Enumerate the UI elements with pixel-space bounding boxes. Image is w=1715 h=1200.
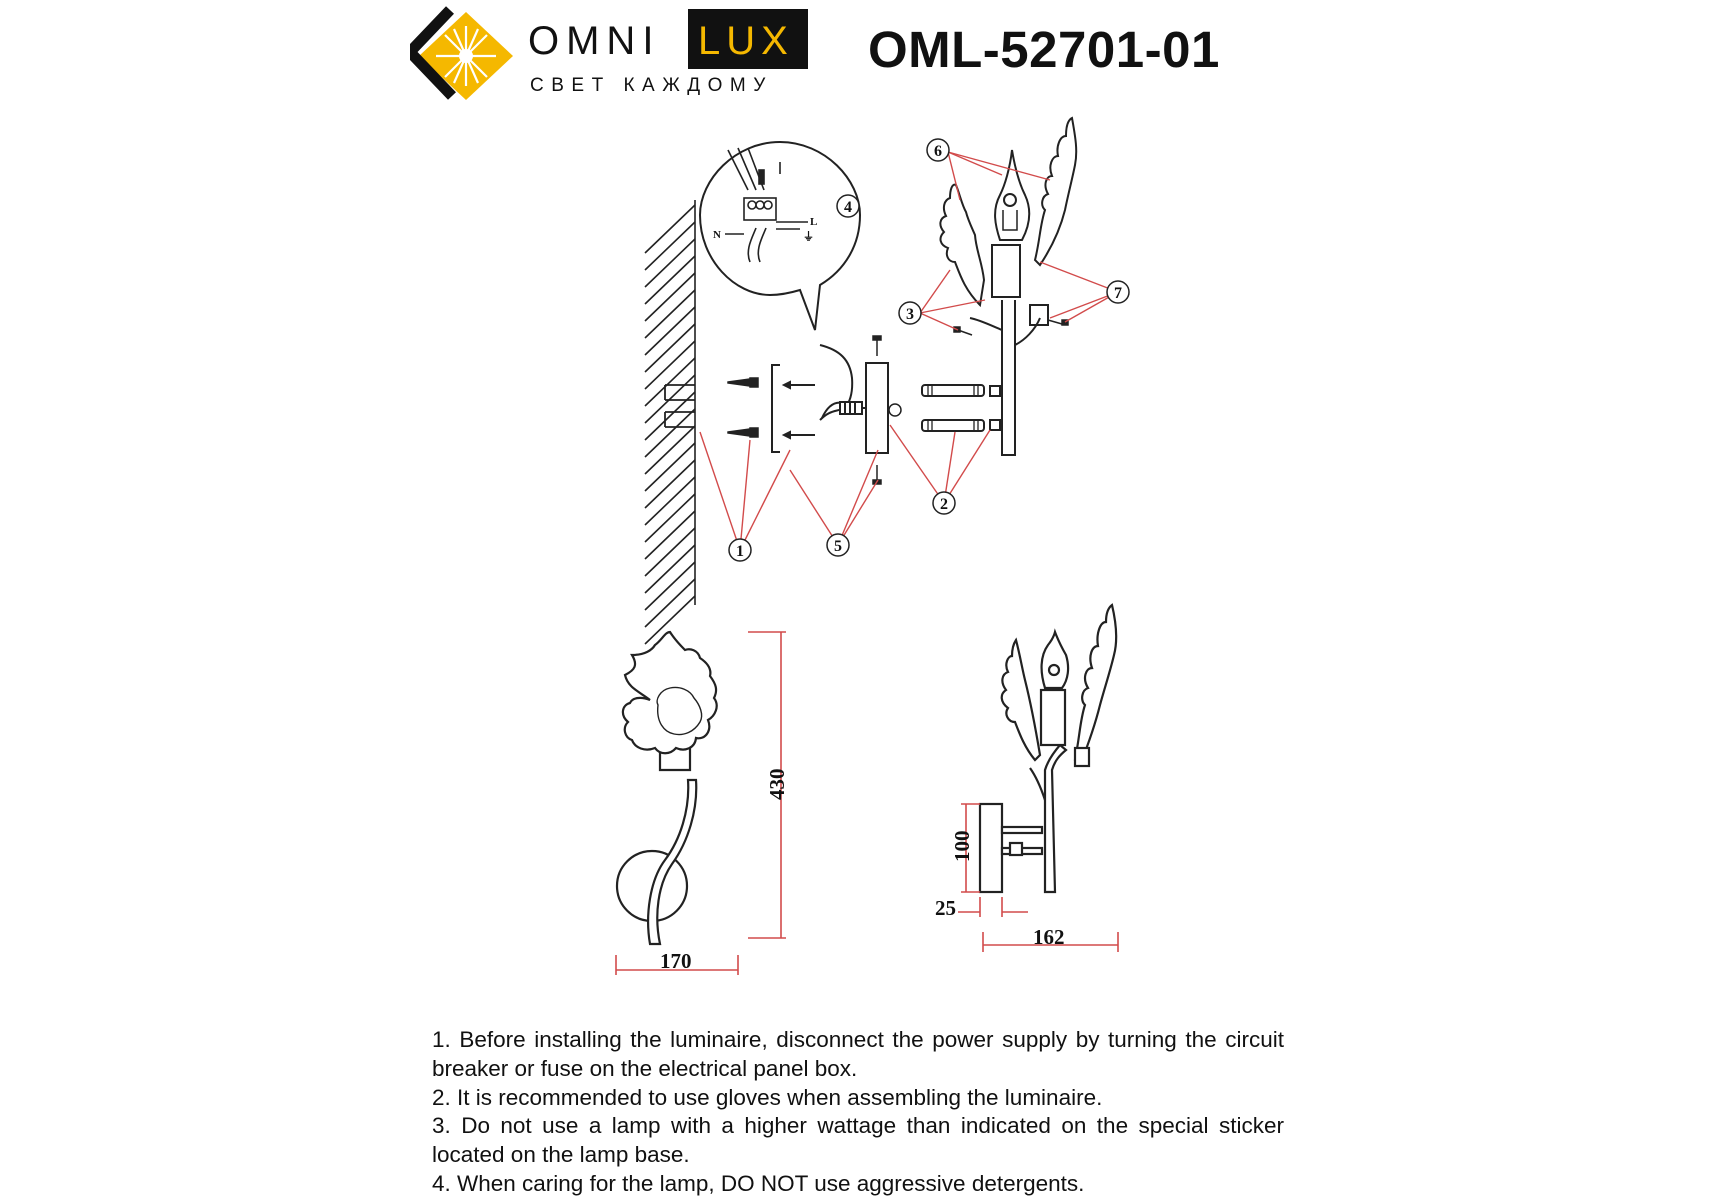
- wall-hatch-line: [644, 578, 696, 628]
- logo-diamond-mark: [410, 6, 513, 100]
- wall-hatch-line: [644, 255, 696, 305]
- wall-hatch-line: [644, 357, 696, 407]
- wall-hatch-line: [644, 493, 696, 543]
- wall-hatch-line: [644, 425, 696, 475]
- wiring-label-l: L: [810, 216, 817, 228]
- svg-text:4: 4: [844, 199, 852, 216]
- lamp-body: [969, 149, 1049, 456]
- wiring-label-n: N: [713, 229, 721, 241]
- mounting-bar: [771, 364, 815, 453]
- svg-text:7: 7: [1114, 285, 1122, 302]
- instruction-item: 2. It is recommended to use gloves when …: [432, 1084, 1103, 1110]
- wall-hatch-line: [644, 561, 696, 611]
- dimension-width: 170: [660, 949, 692, 973]
- side-dimensions: [958, 803, 1119, 952]
- assembly-diagram: N L ⏚ 1 2 3 4 5 6 7: [615, 116, 1130, 975]
- wall-hatch-line: [644, 238, 696, 288]
- callout-6: 6: [926, 138, 950, 162]
- svg-text:6: 6: [934, 143, 942, 160]
- instruction-item: 1. Before installing the luminaire, disc…: [432, 1027, 1284, 1081]
- leaf-screws: [953, 319, 1069, 336]
- callout-4: 4: [836, 194, 860, 218]
- svg-text:3: 3: [906, 306, 914, 323]
- svg-text:2: 2: [940, 496, 948, 513]
- brand-name-lux: LUX: [698, 19, 794, 63]
- safety-instructions: 1. Before installing the luminaire, disc…: [432, 1026, 1284, 1199]
- instruction-item: 4. When caring for the lamp, DO NOT use …: [432, 1170, 1085, 1196]
- side-view: [978, 603, 1118, 894]
- canopy-screws: [872, 335, 882, 485]
- brand-name-omni: OMNI: [528, 19, 660, 63]
- omnilux-logo: OMNI LUX СВЕТ КАЖДОМУ: [410, 6, 808, 100]
- callout-2: 2: [932, 491, 956, 515]
- wall-hatch-line: [644, 544, 696, 594]
- wall-hatch-line: [644, 204, 696, 254]
- canopy-knob: [888, 403, 902, 417]
- wall-hatch-line: [644, 595, 696, 645]
- dimension-depth: 162: [1033, 925, 1065, 949]
- dimension-height: 430: [765, 769, 789, 801]
- wall-hatch-line: [644, 442, 696, 492]
- wall-hatch-line: [644, 323, 696, 373]
- wall-plugs: [727, 377, 759, 438]
- wall-hatch-line: [644, 510, 696, 560]
- wall-hatch-line: [644, 476, 696, 526]
- front-view: [615, 630, 718, 946]
- front-dimensions: [615, 631, 786, 975]
- wall-hatch-line: [644, 374, 696, 424]
- svg-text:1: 1: [736, 543, 744, 560]
- canopy-plate: [819, 344, 889, 454]
- ground-symbol-icon: ⏚: [803, 230, 814, 243]
- callout-5: 5: [826, 533, 850, 557]
- wall-hatch-line: [644, 306, 696, 356]
- wall-section: [644, 200, 696, 645]
- lamp-leaves: [939, 116, 1078, 308]
- wall-hatch-line: [644, 221, 696, 271]
- wall-bracket: [664, 384, 695, 428]
- instruction-item: 3. Do not use a lamp with a higher watta…: [432, 1113, 1284, 1168]
- threaded-tubes: [921, 384, 985, 432]
- dimension-plate-height: 100: [950, 831, 974, 863]
- wall-hatch-line: [644, 272, 696, 322]
- callout-3: 3: [898, 301, 922, 325]
- wall-hatch-line: [644, 340, 696, 390]
- wall-hatch-line: [644, 408, 696, 458]
- wall-hatch-line: [644, 527, 696, 577]
- svg-text:5: 5: [834, 538, 842, 555]
- brand-lux-box: [688, 9, 808, 69]
- callout-7: 7: [1106, 280, 1130, 304]
- wiring-terminal: [725, 147, 808, 263]
- wall-hatch-line: [644, 459, 696, 509]
- callout-1: 1: [728, 538, 752, 562]
- wall-hatch-line: [644, 289, 696, 339]
- wiring-detail-bubble: [698, 140, 862, 331]
- dimension-plate-depth: 25: [935, 896, 956, 920]
- model-number: OML-52701-01: [868, 21, 1220, 78]
- brand-tagline: СВЕТ КАЖДОМУ: [530, 75, 773, 96]
